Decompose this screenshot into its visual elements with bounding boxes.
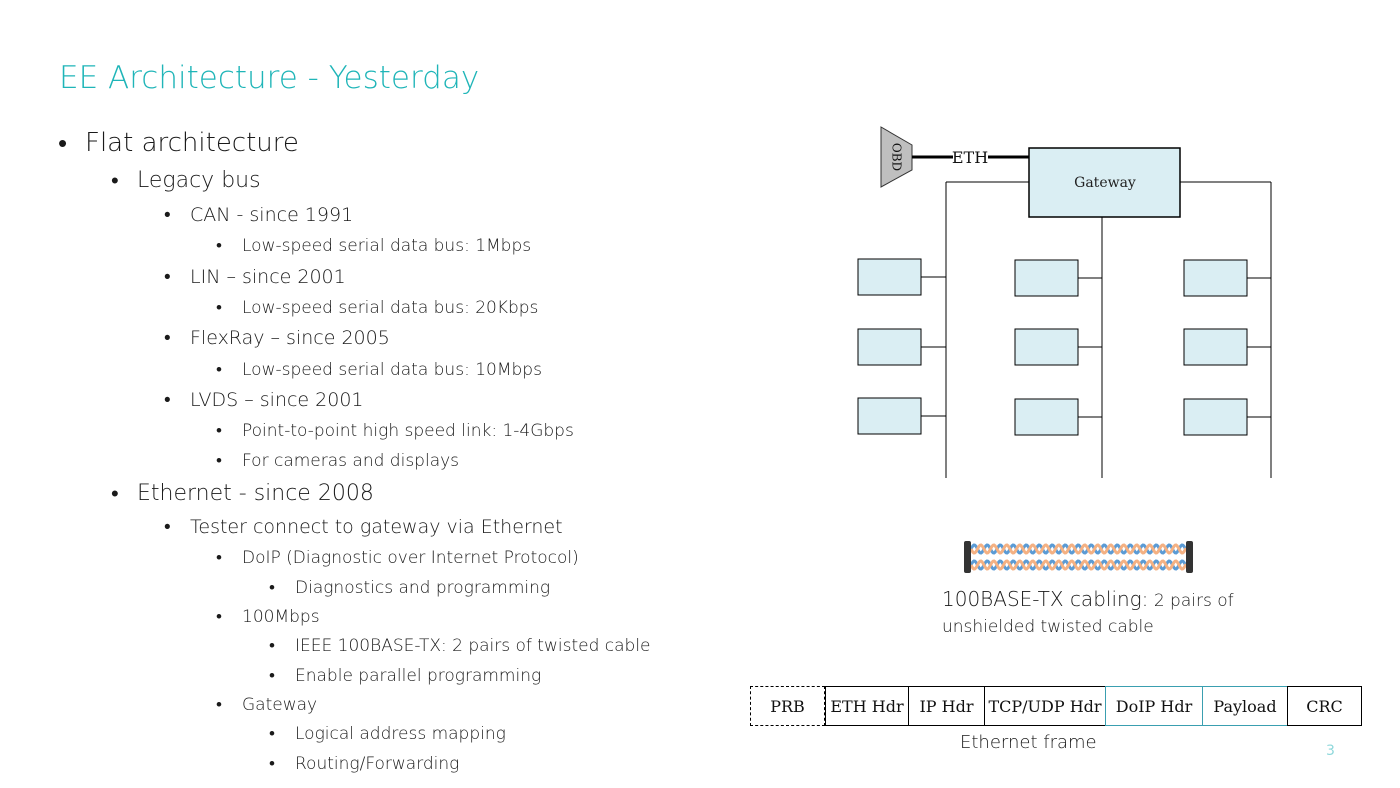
obd-connector	[880, 126, 913, 188]
frame-cell-eth-hdr: ETH Hdr	[825, 686, 909, 726]
bullet-item: 100Mbps	[216, 607, 319, 627]
cable-strand	[969, 543, 1188, 555]
gateway-label: Gateway	[1074, 175, 1136, 191]
ecu-box	[857, 328, 922, 366]
bullet-item: IEEE 100BASE-TX: 2 pairs of twisted cabl…	[269, 636, 650, 656]
cable-end-cap	[1186, 541, 1193, 573]
cable-strand	[969, 543, 1188, 555]
frame-cell-doip-hdr: DoIP Hdr	[1105, 686, 1203, 726]
eth-label: ETH	[952, 148, 988, 167]
cable-caption-main: 100BASE-TX cabling:	[942, 587, 1149, 611]
bullet-item: Enable parallel programming	[269, 666, 541, 686]
bullet-item: Tester connect to gateway via Ethernet	[164, 516, 563, 539]
cable-end-cap	[964, 541, 971, 573]
ecu-box	[1183, 398, 1248, 436]
bullet-item: Flat architecture	[58, 128, 299, 159]
ecu-box	[1014, 259, 1079, 297]
frame-cell-payload: Payload	[1202, 686, 1288, 726]
frame-cell-crc: CRC	[1287, 686, 1362, 726]
page-number: 3	[1326, 743, 1335, 759]
ecu-box	[1183, 328, 1248, 366]
frame-cell-prb: PRB	[750, 686, 825, 726]
obd-label: OBD	[890, 143, 904, 171]
bullet-item: Routing/Forwarding	[269, 754, 459, 774]
bullet-item: LVDS – since 2001	[164, 389, 363, 412]
cable-strand	[969, 559, 1188, 571]
bullet-item: Legacy bus	[111, 168, 260, 194]
bullet-item: Ethernet - since 2008	[111, 481, 374, 507]
frame-cell-ip-hdr: IP Hdr	[908, 686, 985, 726]
bullet-item: CAN - since 1991	[164, 204, 353, 227]
bullet-item: For cameras and displays	[216, 451, 459, 471]
bullet-item: LIN – since 2001	[164, 266, 346, 289]
bullet-item: Gateway	[216, 695, 317, 715]
ecu-box	[1014, 398, 1079, 436]
bullet-item: DoIP (Diagnostic over Internet Protocol)	[216, 548, 579, 568]
ecu-box	[1014, 328, 1079, 366]
bullet-item: Diagnostics and programming	[269, 578, 550, 598]
bullet-item: Low-speed serial data bus: 1Mbps	[216, 236, 531, 256]
bullet-item: Low-speed serial data bus: 20Kbps	[216, 298, 538, 318]
bullet-item: Low-speed serial data bus: 10Mbps	[216, 360, 542, 380]
twisted-cable-illustration	[964, 541, 1193, 573]
bullet-item: Point-to-point high speed link: 1-4Gbps	[216, 421, 574, 441]
slide-title: EE Architecture - Yesterday	[59, 60, 480, 96]
ecu-box	[857, 258, 922, 296]
cable-strand	[969, 559, 1188, 571]
gateway-box	[1028, 147, 1181, 218]
frame-caption: Ethernet frame	[960, 732, 1097, 753]
frame-cell-tcp-udp-hdr: TCP/UDP Hdr	[984, 686, 1106, 726]
cable-caption: 100BASE-TX cabling: 2 pairs of unshielde…	[942, 586, 1262, 640]
ecu-box	[857, 397, 922, 435]
ecu-box	[1183, 259, 1248, 297]
bullet-item: Logical address mapping	[269, 724, 506, 744]
cable-caption-rest: 2 pairs of unshielded twisted cable	[942, 591, 1234, 637]
bullet-item: FlexRay – since 2005	[164, 327, 390, 350]
